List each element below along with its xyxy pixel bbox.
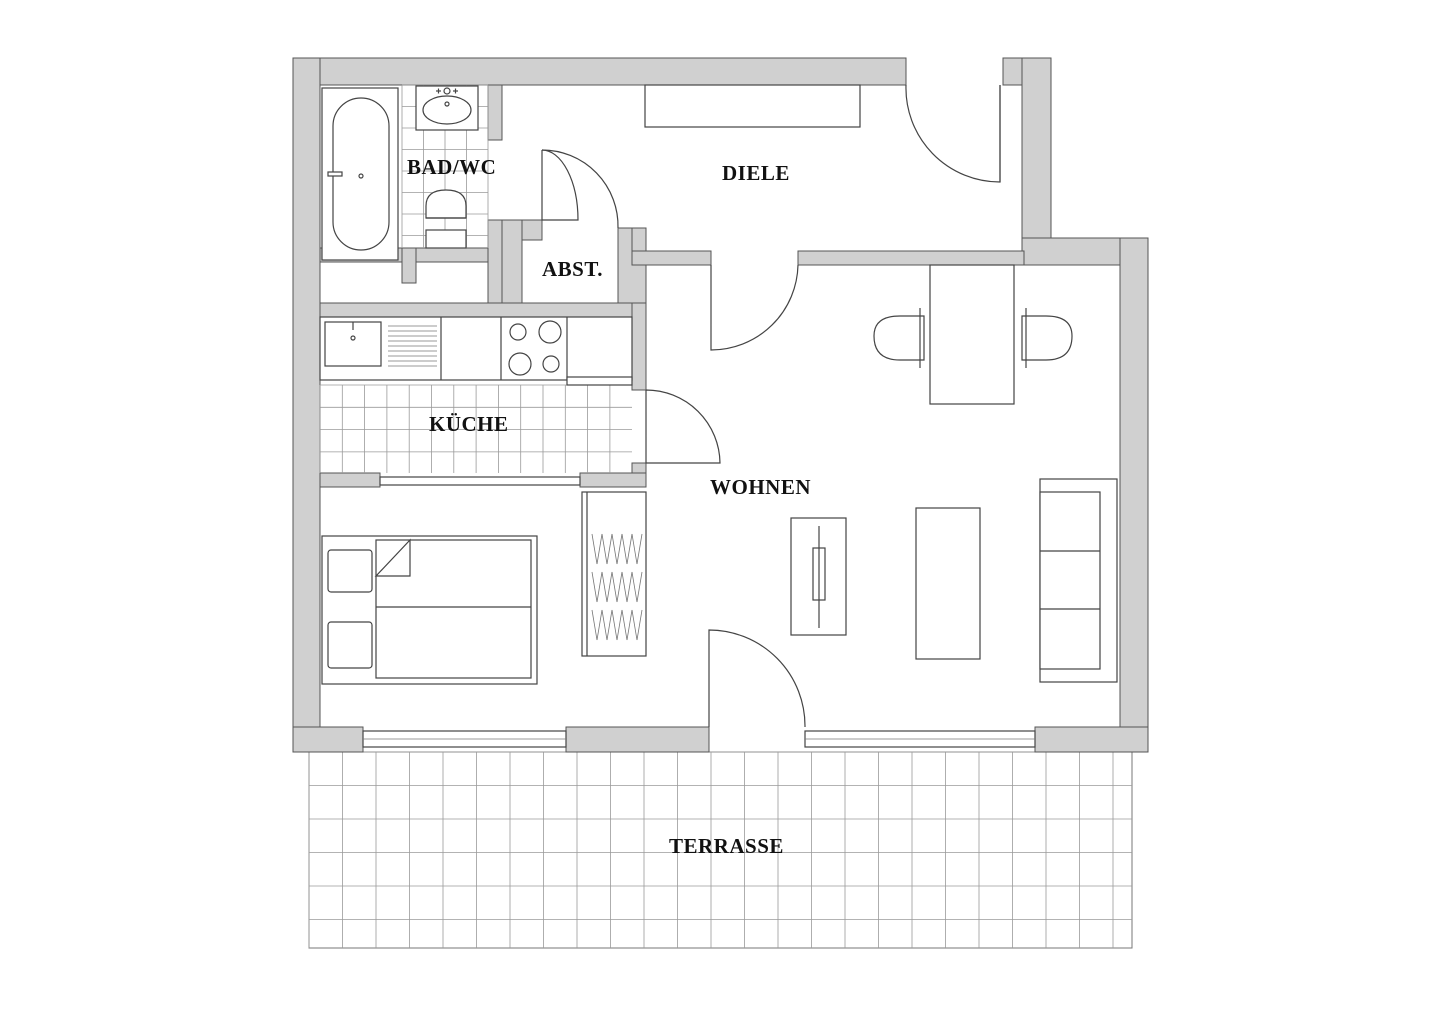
storage-room [541, 149, 619, 229]
dining-table [929, 264, 1015, 405]
living-room-door-top [710, 264, 799, 351]
wall-bath-right-lower [487, 219, 503, 304]
sleeping-area [321, 491, 647, 685]
bathroom [321, 84, 579, 261]
wall-right [1119, 237, 1149, 753]
bathroom-door [541, 149, 579, 221]
terrace-tiles [308, 751, 1132, 948]
wall-bottom-3 [1034, 726, 1149, 753]
wall-bath-step [401, 247, 417, 284]
pillow-bottom [327, 621, 373, 669]
wall-kitchen-bottom-2 [579, 472, 647, 488]
exterior-walls [292, 57, 1149, 753]
wardrobe [644, 84, 861, 128]
coffee-table [915, 507, 981, 660]
wall-left [292, 57, 321, 753]
kitchen-opening [379, 476, 581, 486]
terrace-outline [308, 751, 1133, 949]
pillow-top [327, 549, 373, 593]
wall-bottom-1 [292, 726, 364, 753]
toilet [425, 189, 467, 219]
wall-top [292, 57, 907, 86]
interior-walls [319, 84, 1025, 488]
label-terrasse: TERRASSE [669, 834, 784, 858]
wall-bottom-2 [565, 726, 710, 753]
closet [581, 491, 647, 657]
label-kueche: KÜCHE [429, 412, 509, 436]
kitchen-tiles [319, 384, 632, 473]
living-room [708, 264, 1118, 728]
wall-kitchen-right [631, 302, 647, 391]
stove [508, 320, 562, 376]
wall-diele-right [1021, 57, 1052, 243]
label-abst: ABST. [542, 257, 603, 281]
terrace-area [308, 751, 1133, 949]
wall-storage-cap [631, 227, 647, 252]
wall-storage-left [501, 219, 523, 304]
closet-hangers [591, 533, 643, 641]
wall-diele-bottom-2 [797, 250, 1025, 266]
label-wohnen: WOHNEN [710, 475, 811, 499]
wall-kitchen-top [319, 302, 647, 318]
storage-door [541, 149, 619, 229]
hallway [644, 84, 1001, 351]
fridge [566, 376, 633, 386]
kitchen-door [645, 389, 721, 464]
terrace-door [708, 629, 806, 728]
wall-diele-bottom-1 [631, 250, 712, 266]
entrance-door [905, 84, 1001, 183]
label-bad-wc: BAD/WC [407, 155, 496, 179]
chair-right [1021, 315, 1073, 361]
drainboard [388, 325, 437, 367]
label-diele: DIELE [722, 161, 790, 185]
wall-bath-right [487, 84, 503, 141]
wall-kitchen-bottom-1 [319, 472, 381, 488]
chair-left [873, 315, 925, 361]
kitchen [319, 316, 721, 473]
